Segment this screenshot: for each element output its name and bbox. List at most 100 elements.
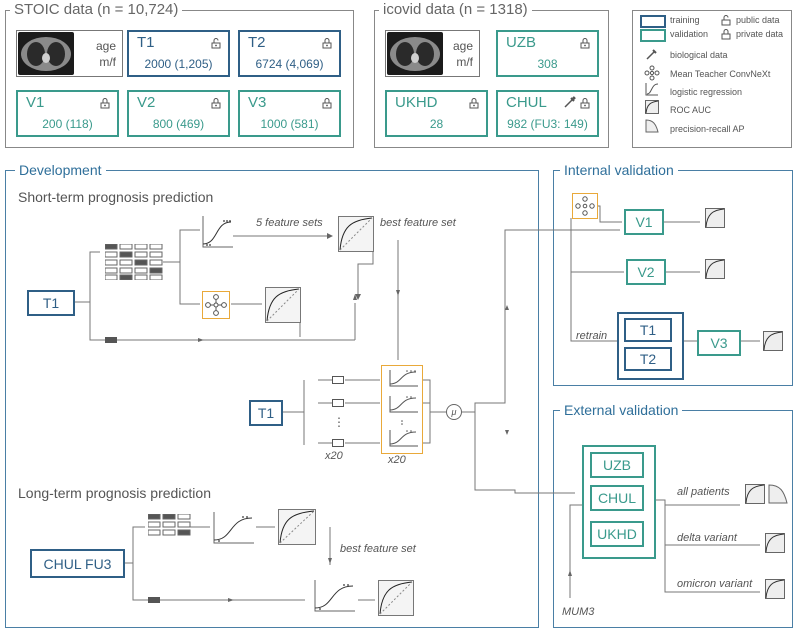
roc-plot bbox=[338, 216, 374, 257]
mean-teacher-convnext-icon bbox=[572, 193, 598, 219]
mean-teacher-convnext-icon bbox=[202, 291, 230, 319]
all-patients-label: all patients bbox=[677, 486, 730, 498]
external-chul-box: CHUL bbox=[590, 485, 644, 511]
private-lock-icon bbox=[468, 96, 480, 114]
dataset-name: T2 bbox=[248, 34, 266, 51]
box-label: T2 bbox=[639, 351, 657, 367]
box-label: T1 bbox=[257, 405, 275, 421]
roc-icon bbox=[765, 533, 785, 558]
legend-training-label: training bbox=[670, 15, 700, 25]
box-label: UZB bbox=[603, 457, 631, 473]
mum3-label: MUM3 bbox=[562, 606, 595, 618]
pr-icon bbox=[768, 484, 788, 509]
dataset-name: CHUL bbox=[506, 94, 547, 111]
roc-plot bbox=[278, 509, 316, 550]
age-label: age bbox=[452, 39, 473, 53]
dataset-name: UKHD bbox=[395, 94, 438, 111]
dataset-count: 6724 (4,069) bbox=[255, 57, 324, 71]
dataset-name: V2 bbox=[137, 94, 156, 111]
ensemble-models-box bbox=[381, 365, 423, 454]
dataset-count: 308 bbox=[537, 57, 558, 71]
box-label: CHUL bbox=[597, 490, 637, 506]
dataset-count: 200 (118) bbox=[42, 117, 93, 131]
box-label: T1 bbox=[42, 295, 60, 311]
internal-v3-box: V3 bbox=[697, 330, 741, 356]
public-lock-icon bbox=[210, 36, 222, 54]
internal-t1-box: T1 bbox=[624, 318, 672, 342]
dataset-uzb: UZB 308 bbox=[496, 30, 599, 77]
legend-private-label: private data bbox=[736, 29, 784, 39]
logreg-sigmoid-plot bbox=[200, 214, 234, 255]
private-lock-icon bbox=[321, 36, 333, 54]
best-feature-set-lt-label: best feature set bbox=[340, 543, 416, 555]
dataset-name: V3 bbox=[248, 94, 267, 111]
vertical-dots: ⋮ bbox=[333, 415, 345, 429]
dataset-count: 1000 (581) bbox=[260, 117, 319, 131]
feature-icon bbox=[332, 439, 344, 447]
dataset-count: 2000 (1,205) bbox=[144, 57, 213, 71]
dataset-t1: T1 2000 (1,205) bbox=[127, 30, 230, 77]
mu-label: μ bbox=[451, 407, 457, 417]
feature-grid-icon bbox=[147, 513, 192, 545]
legend-network-icon bbox=[644, 65, 660, 86]
mean-aggregation-node: μ bbox=[446, 404, 462, 420]
sex-label: m/f bbox=[99, 55, 116, 69]
private-lock-icon bbox=[579, 96, 591, 114]
delta-variant-label: delta variant bbox=[677, 532, 737, 544]
stoic-ct-age-box: age m/f bbox=[16, 30, 123, 77]
omicron-variant-label: omicron variant bbox=[677, 578, 753, 590]
stoic-title: STOIC data (n = 10,724) bbox=[10, 2, 183, 18]
dataset-t2: T2 6724 (4,069) bbox=[238, 30, 341, 77]
legend-sigmoid-icon bbox=[645, 82, 659, 101]
dataset-v2: V2 800 (469) bbox=[127, 90, 230, 137]
box-label: V2 bbox=[637, 264, 655, 280]
legend-private-lock-icon bbox=[720, 27, 732, 45]
dataset-name: UZB bbox=[506, 34, 536, 51]
legend-roc-label: ROC AUC bbox=[670, 105, 712, 115]
ct-scan-image bbox=[18, 32, 74, 75]
feature-icon bbox=[332, 399, 344, 407]
private-lock-icon bbox=[99, 96, 111, 114]
legend-pipette-icon bbox=[645, 47, 659, 66]
feature-grid-icon bbox=[104, 243, 165, 285]
icovid-ct-age-box: age m/f bbox=[385, 30, 480, 77]
roc-icon bbox=[745, 484, 765, 509]
dataset-v3: V3 1000 (581) bbox=[238, 90, 341, 137]
legend-training-swatch bbox=[640, 15, 666, 28]
five-feature-sets-label: 5 feature sets bbox=[256, 217, 323, 229]
dev-t1-box: T1 bbox=[27, 290, 75, 316]
box-label: CHUL FU3 bbox=[43, 555, 112, 572]
internal-validation-title: Internal validation bbox=[560, 162, 678, 178]
roc-icon bbox=[763, 331, 783, 356]
dataset-name: T1 bbox=[137, 34, 155, 51]
legend-box bbox=[632, 10, 792, 148]
legend-roc-icon bbox=[645, 100, 659, 119]
external-uzb-box: UZB bbox=[590, 452, 644, 478]
dataset-count: 800 (469) bbox=[152, 117, 205, 131]
dataset-name: V1 bbox=[26, 94, 45, 111]
feature-icon bbox=[332, 376, 344, 384]
dataset-v1: V1 200 (118) bbox=[16, 90, 119, 137]
age-sex-feature-icon bbox=[105, 337, 117, 343]
x20-label-left: x20 bbox=[325, 450, 343, 462]
legend-validation-label: validation bbox=[670, 29, 709, 39]
internal-t2-box: T2 bbox=[624, 347, 672, 371]
dataset-count: 982 (FU3: 149) bbox=[507, 117, 588, 131]
legend-validation-swatch bbox=[640, 29, 666, 42]
legend-pr-label: precision-recall AP bbox=[670, 124, 745, 134]
ct-scan-image bbox=[387, 32, 443, 75]
private-lock-icon bbox=[579, 36, 591, 54]
dataset-ukhd: UKHD 28 bbox=[385, 90, 488, 137]
private-lock-icon bbox=[210, 96, 222, 114]
legend-public-lock-icon bbox=[720, 13, 732, 31]
development-title: Development bbox=[15, 162, 106, 178]
roc-plot bbox=[265, 287, 301, 328]
development-section bbox=[5, 170, 539, 628]
dataset-count: 28 bbox=[429, 117, 444, 131]
icovid-title: icovid data (n = 1318) bbox=[379, 2, 532, 18]
legend-logreg-label: logistic regression bbox=[670, 87, 743, 97]
age-label: age bbox=[95, 39, 116, 53]
roc-plot bbox=[378, 580, 414, 621]
box-label: V1 bbox=[635, 214, 653, 230]
external-ukhd-box: UKHD bbox=[590, 521, 644, 547]
